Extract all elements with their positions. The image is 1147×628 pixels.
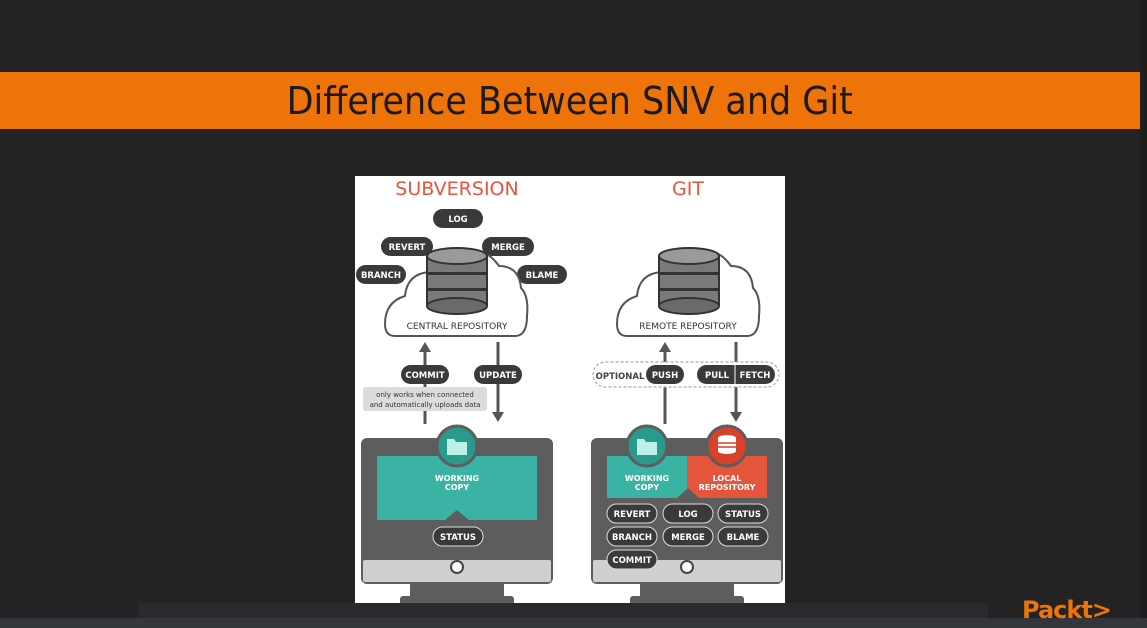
- git-merge-pill: MERGE: [662, 526, 714, 547]
- svn-monitor: WORKING COPY STATUS: [361, 424, 553, 608]
- svg-text:CENTRAL REPOSITORY: CENTRAL REPOSITORY: [407, 322, 508, 332]
- git-pull-fetch-pill: PULL FETCH: [697, 365, 775, 384]
- git-heading: GIT: [672, 178, 704, 200]
- svn-vs-git-diagram: SUBVERSION GIT LOG REVERT MERGE BRANCH B…: [355, 176, 785, 608]
- svg-text:WORKING: WORKING: [625, 474, 669, 483]
- git-push-pill: PUSH: [646, 365, 684, 384]
- svn-connection-note: only works when connected and automatica…: [363, 387, 487, 411]
- svn-log-pill: LOG: [433, 209, 483, 228]
- git-branch-pill: BRANCH: [606, 526, 658, 547]
- svn-status-pill: STATUS: [432, 526, 484, 547]
- svg-text:OPTIONAL: OPTIONAL: [596, 372, 645, 382]
- svg-text:BLAME: BLAME: [526, 271, 559, 281]
- svg-text:REMOTE REPOSITORY: REMOTE REPOSITORY: [639, 322, 737, 332]
- svn-branch-pill: BRANCH: [356, 265, 406, 284]
- git-revert-pill: REVERT: [606, 503, 658, 524]
- git-commit-pill: COMMIT: [606, 549, 658, 570]
- svg-text:REVERT: REVERT: [389, 243, 426, 253]
- svg-text:UPDATE: UPDATE: [479, 371, 517, 381]
- database-icon: [658, 247, 720, 315]
- svn-update-pill: UPDATE: [474, 365, 522, 384]
- bottom-strip: [0, 618, 1147, 628]
- right-edge: [1140, 0, 1147, 628]
- svg-text:BRANCH: BRANCH: [612, 533, 652, 543]
- svg-text:LOG: LOG: [448, 215, 467, 225]
- svg-text:PUSH: PUSH: [652, 371, 678, 381]
- slide-title: Difference Between SNV and Git: [286, 78, 854, 123]
- database-icon: [426, 247, 488, 315]
- svg-text:COMMIT: COMMIT: [405, 371, 445, 381]
- git-log-pill: LOG: [662, 503, 714, 524]
- svg-text:COPY: COPY: [635, 483, 660, 492]
- svg-text:MERGE: MERGE: [491, 243, 525, 253]
- subversion-heading: SUBVERSION: [395, 178, 518, 200]
- git-optional-group: OPTIONAL PUSH PULL FETCH: [592, 361, 780, 388]
- svg-text:WORKING: WORKING: [435, 474, 479, 483]
- svn-commit-arrow: [419, 342, 431, 424]
- svn-revert-pill: REVERT: [381, 237, 433, 256]
- git-status-pill: STATUS: [717, 503, 769, 524]
- svg-text:LOCAL: LOCAL: [713, 474, 742, 483]
- svg-text:only works when connected: only works when connected: [376, 391, 474, 399]
- svg-text:BRANCH: BRANCH: [361, 271, 401, 281]
- title-bar: Difference Between SNV and Git: [0, 72, 1140, 129]
- svg-text:COPY: COPY: [445, 483, 470, 492]
- svn-blame-pill: BLAME: [517, 265, 567, 284]
- svg-text:LOG: LOG: [678, 510, 697, 520]
- svn-commit-pill: COMMIT: [401, 365, 449, 384]
- top-strip: [0, 0, 1147, 72]
- svg-text:FETCH: FETCH: [740, 371, 771, 381]
- svg-text:STATUS: STATUS: [440, 533, 476, 543]
- svg-text:and automatically uploads data: and automatically uploads data: [370, 401, 481, 409]
- svg-text:REPOSITORY: REPOSITORY: [699, 483, 756, 492]
- bottom-band: [138, 603, 988, 618]
- svg-text:REVERT: REVERT: [614, 510, 651, 520]
- svn-merge-pill: MERGE: [482, 237, 534, 256]
- git-monitor: WORKING COPY LOCAL REPOSITORY REVERT LOG…: [591, 424, 783, 608]
- remote-repository-cloud: REMOTE REPOSITORY: [615, 247, 761, 337]
- git-blame-pill: BLAME: [717, 526, 769, 547]
- database-icon: [718, 435, 736, 454]
- svg-text:PULL: PULL: [705, 371, 730, 381]
- svg-text:COMMIT: COMMIT: [612, 556, 652, 566]
- folder-icon: [637, 439, 657, 455]
- packt-logo: Packt>: [1022, 596, 1112, 624]
- svg-text:MERGE: MERGE: [671, 533, 705, 543]
- folder-icon: [447, 439, 467, 455]
- svg-text:STATUS: STATUS: [725, 510, 761, 520]
- central-repository-cloud: CENTRAL REPOSITORY: [383, 247, 529, 337]
- svg-text:BLAME: BLAME: [727, 533, 760, 543]
